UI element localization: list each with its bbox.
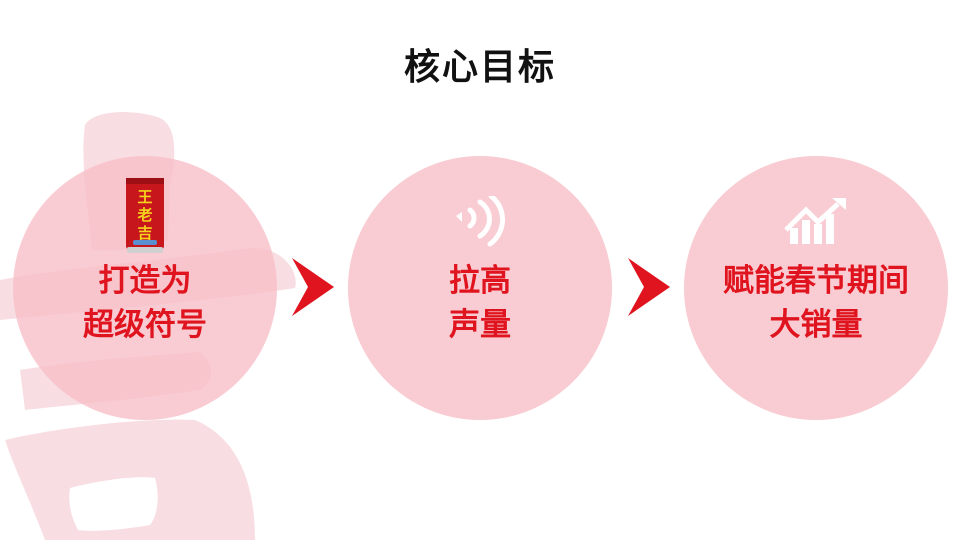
- step-label-line2: 超级符号: [83, 307, 207, 343]
- page-title: 核心目标: [403, 47, 556, 88]
- growth-chart-icon: [784, 198, 848, 244]
- chevron-right-icon: [292, 258, 334, 316]
- svg-text:老: 老: [136, 206, 152, 224]
- svg-text:王: 王: [137, 188, 152, 206]
- step-label-line2: 大销量: [769, 307, 863, 343]
- step-label-line1: 打造为: [98, 263, 192, 299]
- signal-waves-icon: [450, 193, 510, 248]
- product-can-icon: 王 老 吉: [125, 176, 165, 254]
- chevron-right-icon: [628, 258, 670, 316]
- step-label-line1: 拉高: [449, 263, 511, 299]
- svg-text:吉: 吉: [137, 224, 152, 242]
- step-label-line2: 声量: [449, 307, 511, 343]
- step-circle-raise-voice: 拉高 声量: [348, 156, 612, 420]
- step-circle-boost-sales: 赋能春节期间 大销量: [684, 156, 948, 420]
- step-circle-super-symbol: 王 老 吉 打造为 超级符号: [13, 156, 277, 420]
- step-label-line1: 赋能春节期间: [723, 263, 909, 299]
